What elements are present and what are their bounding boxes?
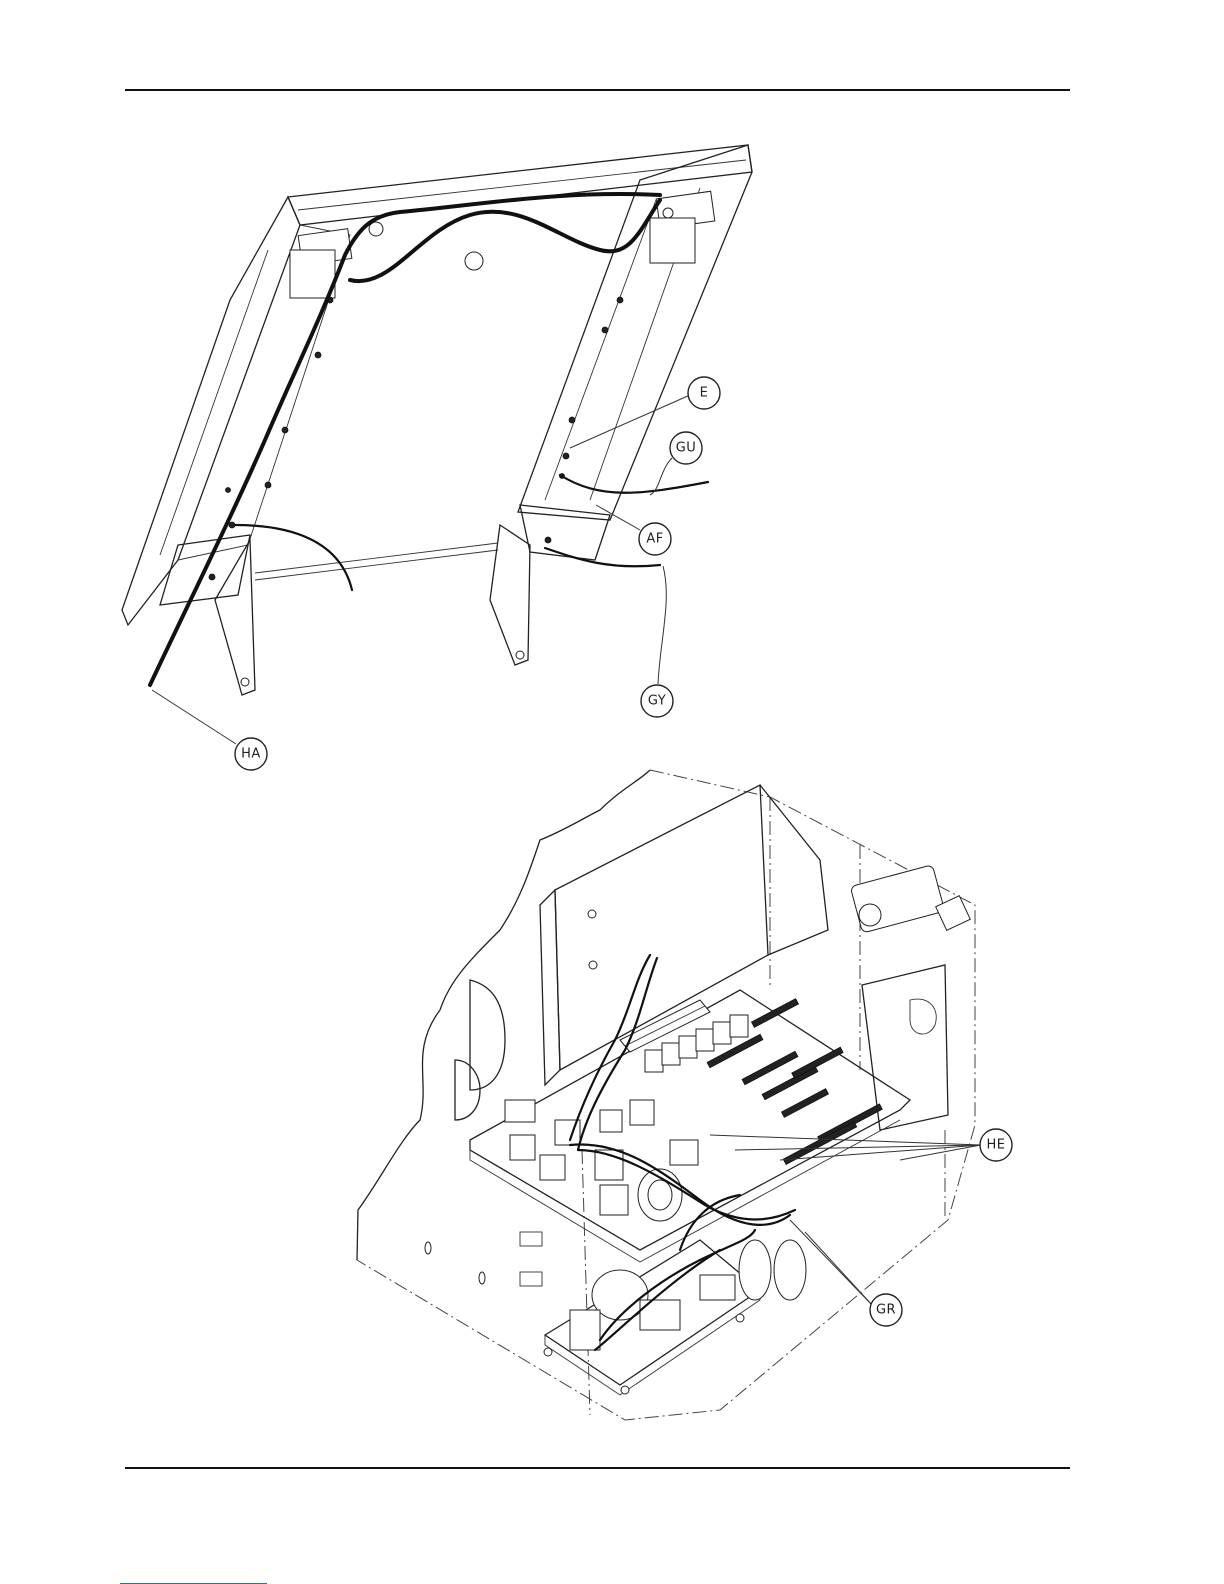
monitor-frame-assembly — [122, 145, 752, 695]
callout-e-label: E — [700, 386, 709, 401]
callout-gr-label: GR — [876, 1303, 896, 1318]
callout-gu: GU — [670, 432, 702, 464]
callout-af-label: AF — [646, 532, 663, 547]
callout-he-label: HE — [987, 1138, 1006, 1153]
callout-he: HE — [980, 1129, 1012, 1161]
callout-gr: GR — [870, 1294, 902, 1326]
callout-gy-label: GY — [648, 694, 666, 709]
callout-ha-label: HA — [241, 747, 261, 762]
callout-gy: GY — [641, 685, 673, 717]
callout-ha: HA — [235, 738, 267, 770]
callout-af: AF — [639, 523, 671, 555]
callout-e: E — [688, 377, 720, 409]
callout-gu-label: GU — [676, 441, 697, 456]
